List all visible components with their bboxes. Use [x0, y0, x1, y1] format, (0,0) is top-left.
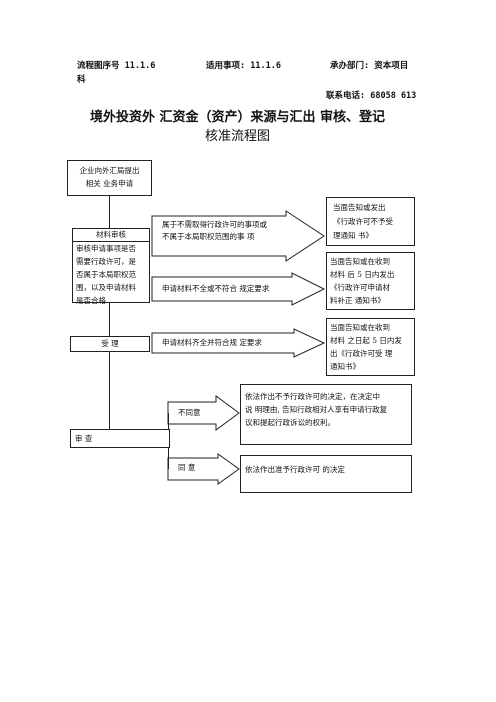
- decision-grant-box: 依法作出准予行政许可 的决定: [240, 455, 412, 493]
- arrow-agree: 同 意: [167, 453, 240, 485]
- decision-deny-box: 依法作出不予行政许可的决定，在决定中 说 明理由, 告知行政相对人享有申请行政复…: [240, 384, 412, 445]
- arrow-incomplete-label: 申请材料不全或不符合 规定要求: [162, 284, 270, 293]
- arrow-complete: 申请材料齐全并符合规 定要求: [151, 328, 326, 358]
- arrow-shape: [167, 395, 240, 431]
- arrow-shape: [151, 272, 326, 306]
- examine-box: 审 查: [70, 429, 170, 448]
- arrow-not-required: 属于不需取得行政许可的事项或 不属于本局职权范围的事 项: [151, 210, 326, 262]
- notify-supplement-box: 当面告知或在收到 材料 后 5 日内发出 《行政许可申请材 料补正 通知书》: [326, 252, 415, 310]
- connector-line: [109, 303, 110, 336]
- arrow-disagree: 不同意: [167, 395, 240, 431]
- apply-box: 企业向外汇局提出 相关 业务申请: [67, 160, 152, 196]
- arrow-shape: [151, 328, 326, 358]
- arrow-incomplete: 申请材料不全或不符合 规定要求: [151, 272, 326, 306]
- arrow-agree-label: 同 意: [178, 463, 196, 472]
- notify-reject-box: 当面告知或发出 《行政许可不予受 理通知 书》: [326, 197, 415, 246]
- connector-line: [109, 352, 110, 429]
- arrow-disagree-label: 不同意: [178, 408, 201, 417]
- review-body-box: 审核申请事项是否 需要行政许可，是 否属于本局职权范 围，以及申请材料 是否合格: [72, 241, 150, 305]
- page-title: 境外投资外 汇资金（资产）来源与汇出 审核、登记: [90, 110, 386, 125]
- review-title-box: 材料审核: [72, 228, 150, 242]
- department-continued: 科: [77, 75, 86, 85]
- contact-phone: 联系电话: 68058 613: [326, 91, 417, 101]
- arrow-shape: [167, 453, 240, 485]
- flow-number: 流程图序号 11.1.6: [77, 61, 156, 71]
- connector-line: [168, 448, 169, 469]
- connector-line: [109, 196, 110, 228]
- arrow-shape: [151, 210, 325, 262]
- page-subtitle: 核准流程图: [205, 129, 271, 144]
- department: 承办部门: 资本项目: [330, 61, 409, 71]
- notify-accept-box: 当面告知或在收到 材料 之日起 5 日内发 出《行政许可受 理 通知书》: [326, 318, 415, 376]
- accept-box: 受 理: [70, 336, 150, 352]
- applicable-item: 适用事项: 11.1.6: [206, 61, 281, 71]
- connector-line: [168, 413, 169, 429]
- arrow-complete-label: 申请材料齐全并符合规 定要求: [162, 338, 262, 347]
- arrow-not-required-label: 属于不需取得行政许可的事项或 不属于本局职权范围的事 项: [162, 220, 267, 241]
